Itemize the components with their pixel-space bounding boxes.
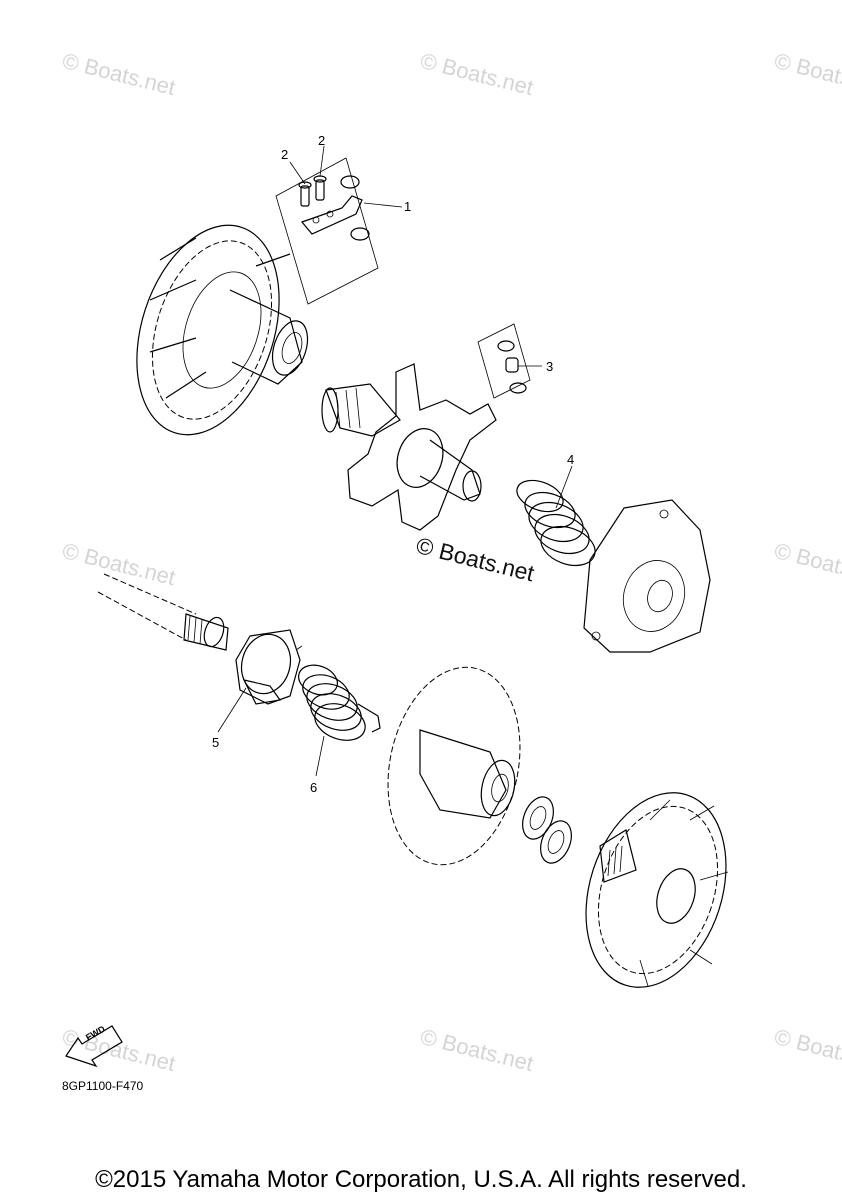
drive-shaft	[97, 573, 229, 651]
cover-plate	[583, 499, 711, 653]
callout-2: 2	[318, 133, 326, 148]
callout-bracket	[477, 323, 531, 399]
washers	[522, 796, 572, 864]
primary-fixed-sheave	[136, 224, 309, 436]
spring-part-4	[516, 479, 596, 567]
leader-lines	[217, 145, 573, 777]
slider-part-3	[497, 340, 527, 394]
fwd-arrow-icon	[65, 1025, 123, 1068]
callout-3: 3	[546, 359, 554, 374]
callout-4: 4	[567, 452, 575, 467]
spring-part-6	[298, 664, 381, 741]
callout-2: 2	[281, 147, 289, 162]
copyright-notice: ©2015 Yamaha Motor Corporation, U.S.A. A…	[95, 1166, 747, 1193]
moving-sheave	[387, 666, 521, 866]
weight-part-1	[300, 175, 370, 241]
spider-hub	[321, 363, 497, 531]
secondary-sheave	[585, 792, 729, 988]
callout-5: 5	[212, 735, 220, 750]
callout-6: 6	[310, 780, 318, 795]
callout-bracket	[275, 157, 379, 305]
diagram-code: 8GP1100-F470	[62, 1079, 144, 1093]
cam-part-5	[235, 629, 303, 705]
callout-1: 1	[404, 199, 412, 214]
